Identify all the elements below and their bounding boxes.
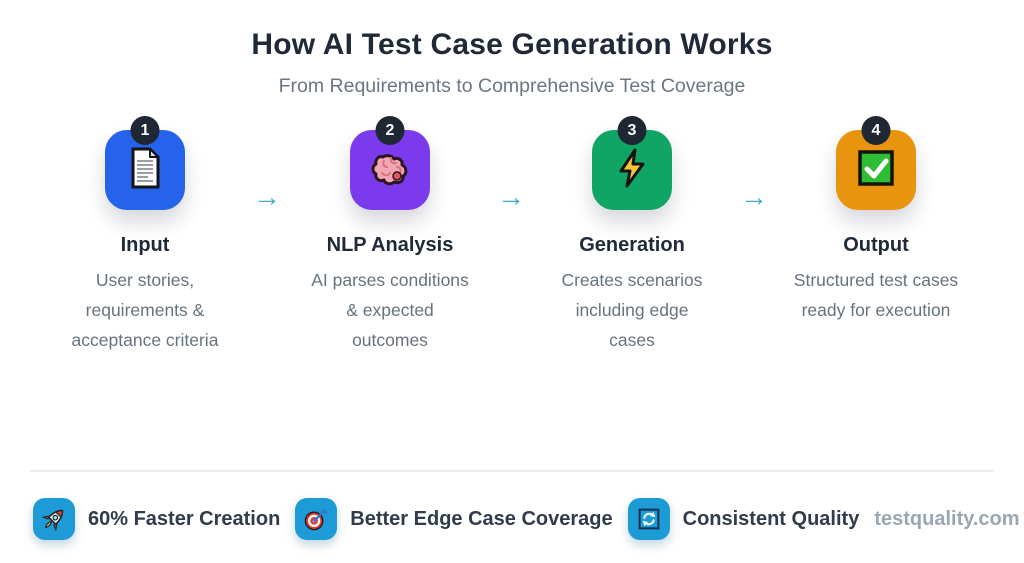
step-title: Generation bbox=[579, 234, 685, 256]
sync-icon bbox=[627, 498, 670, 540]
page-subtitle: From Requirements to Comprehensive Test … bbox=[278, 75, 746, 97]
step-title: Input bbox=[120, 234, 170, 256]
rocket-icon bbox=[33, 498, 75, 540]
step-generation: 3 Generation Creates scenarios including… bbox=[517, 116, 747, 355]
footer-benefits: 60% Faster Creation Better Edge Case Cov… bbox=[33, 497, 1020, 541]
step-generation-tile: 3 bbox=[592, 116, 672, 210]
step-input: 1 Input User stories, requirement bbox=[30, 116, 260, 355]
benefit-label: 60% Faster Creation bbox=[88, 507, 281, 530]
step-number-badge: 1 bbox=[130, 116, 160, 145]
flow-arrow-icon: → bbox=[740, 181, 768, 212]
document-icon bbox=[122, 145, 168, 196]
benefit-label: Consistent Quality bbox=[682, 507, 860, 530]
step-number-badge: 2 bbox=[375, 116, 405, 145]
step-description: User stories, requirements & acceptance … bbox=[71, 270, 219, 350]
step-input-tile: 1 bbox=[105, 116, 185, 210]
step-nlp-tile: 2 bbox=[350, 116, 430, 210]
page-title: How AI Test Case Generation Works bbox=[251, 28, 773, 61]
checkbox-icon bbox=[853, 145, 899, 196]
website-text: testquality.com bbox=[874, 507, 1020, 530]
benefit-label: Better Edge Case Coverage bbox=[350, 507, 613, 530]
step-nlp-analysis: 2 NLP Analysis AI parses conditions & ex… bbox=[275, 116, 505, 355]
benefit-faster-creation: 60% Faster Creation bbox=[33, 498, 280, 540]
step-output: 4 Output Structured test cases ready for… bbox=[761, 116, 991, 325]
step-description: Structured test cases ready for executio… bbox=[793, 270, 959, 320]
lightning-icon bbox=[609, 145, 655, 196]
step-title: Output bbox=[843, 234, 909, 256]
footer-divider bbox=[30, 470, 993, 472]
flow-arrow-icon: → bbox=[253, 181, 281, 212]
step-description: AI parses conditions & expected outcomes bbox=[311, 270, 469, 350]
step-number-badge: 3 bbox=[617, 116, 647, 145]
target-icon bbox=[295, 498, 338, 540]
step-title: NLP Analysis bbox=[326, 234, 454, 256]
benefit-consistent-quality: Consistent Quality bbox=[627, 498, 860, 540]
step-description: Creates scenarios including edge cases bbox=[561, 270, 703, 350]
brain-icon bbox=[367, 145, 413, 196]
step-number-badge: 4 bbox=[861, 116, 891, 145]
step-output-tile: 4 bbox=[836, 116, 916, 210]
benefit-edge-case-coverage: Better Edge Case Coverage bbox=[295, 498, 613, 540]
flow-arrow-icon: → bbox=[497, 181, 525, 212]
